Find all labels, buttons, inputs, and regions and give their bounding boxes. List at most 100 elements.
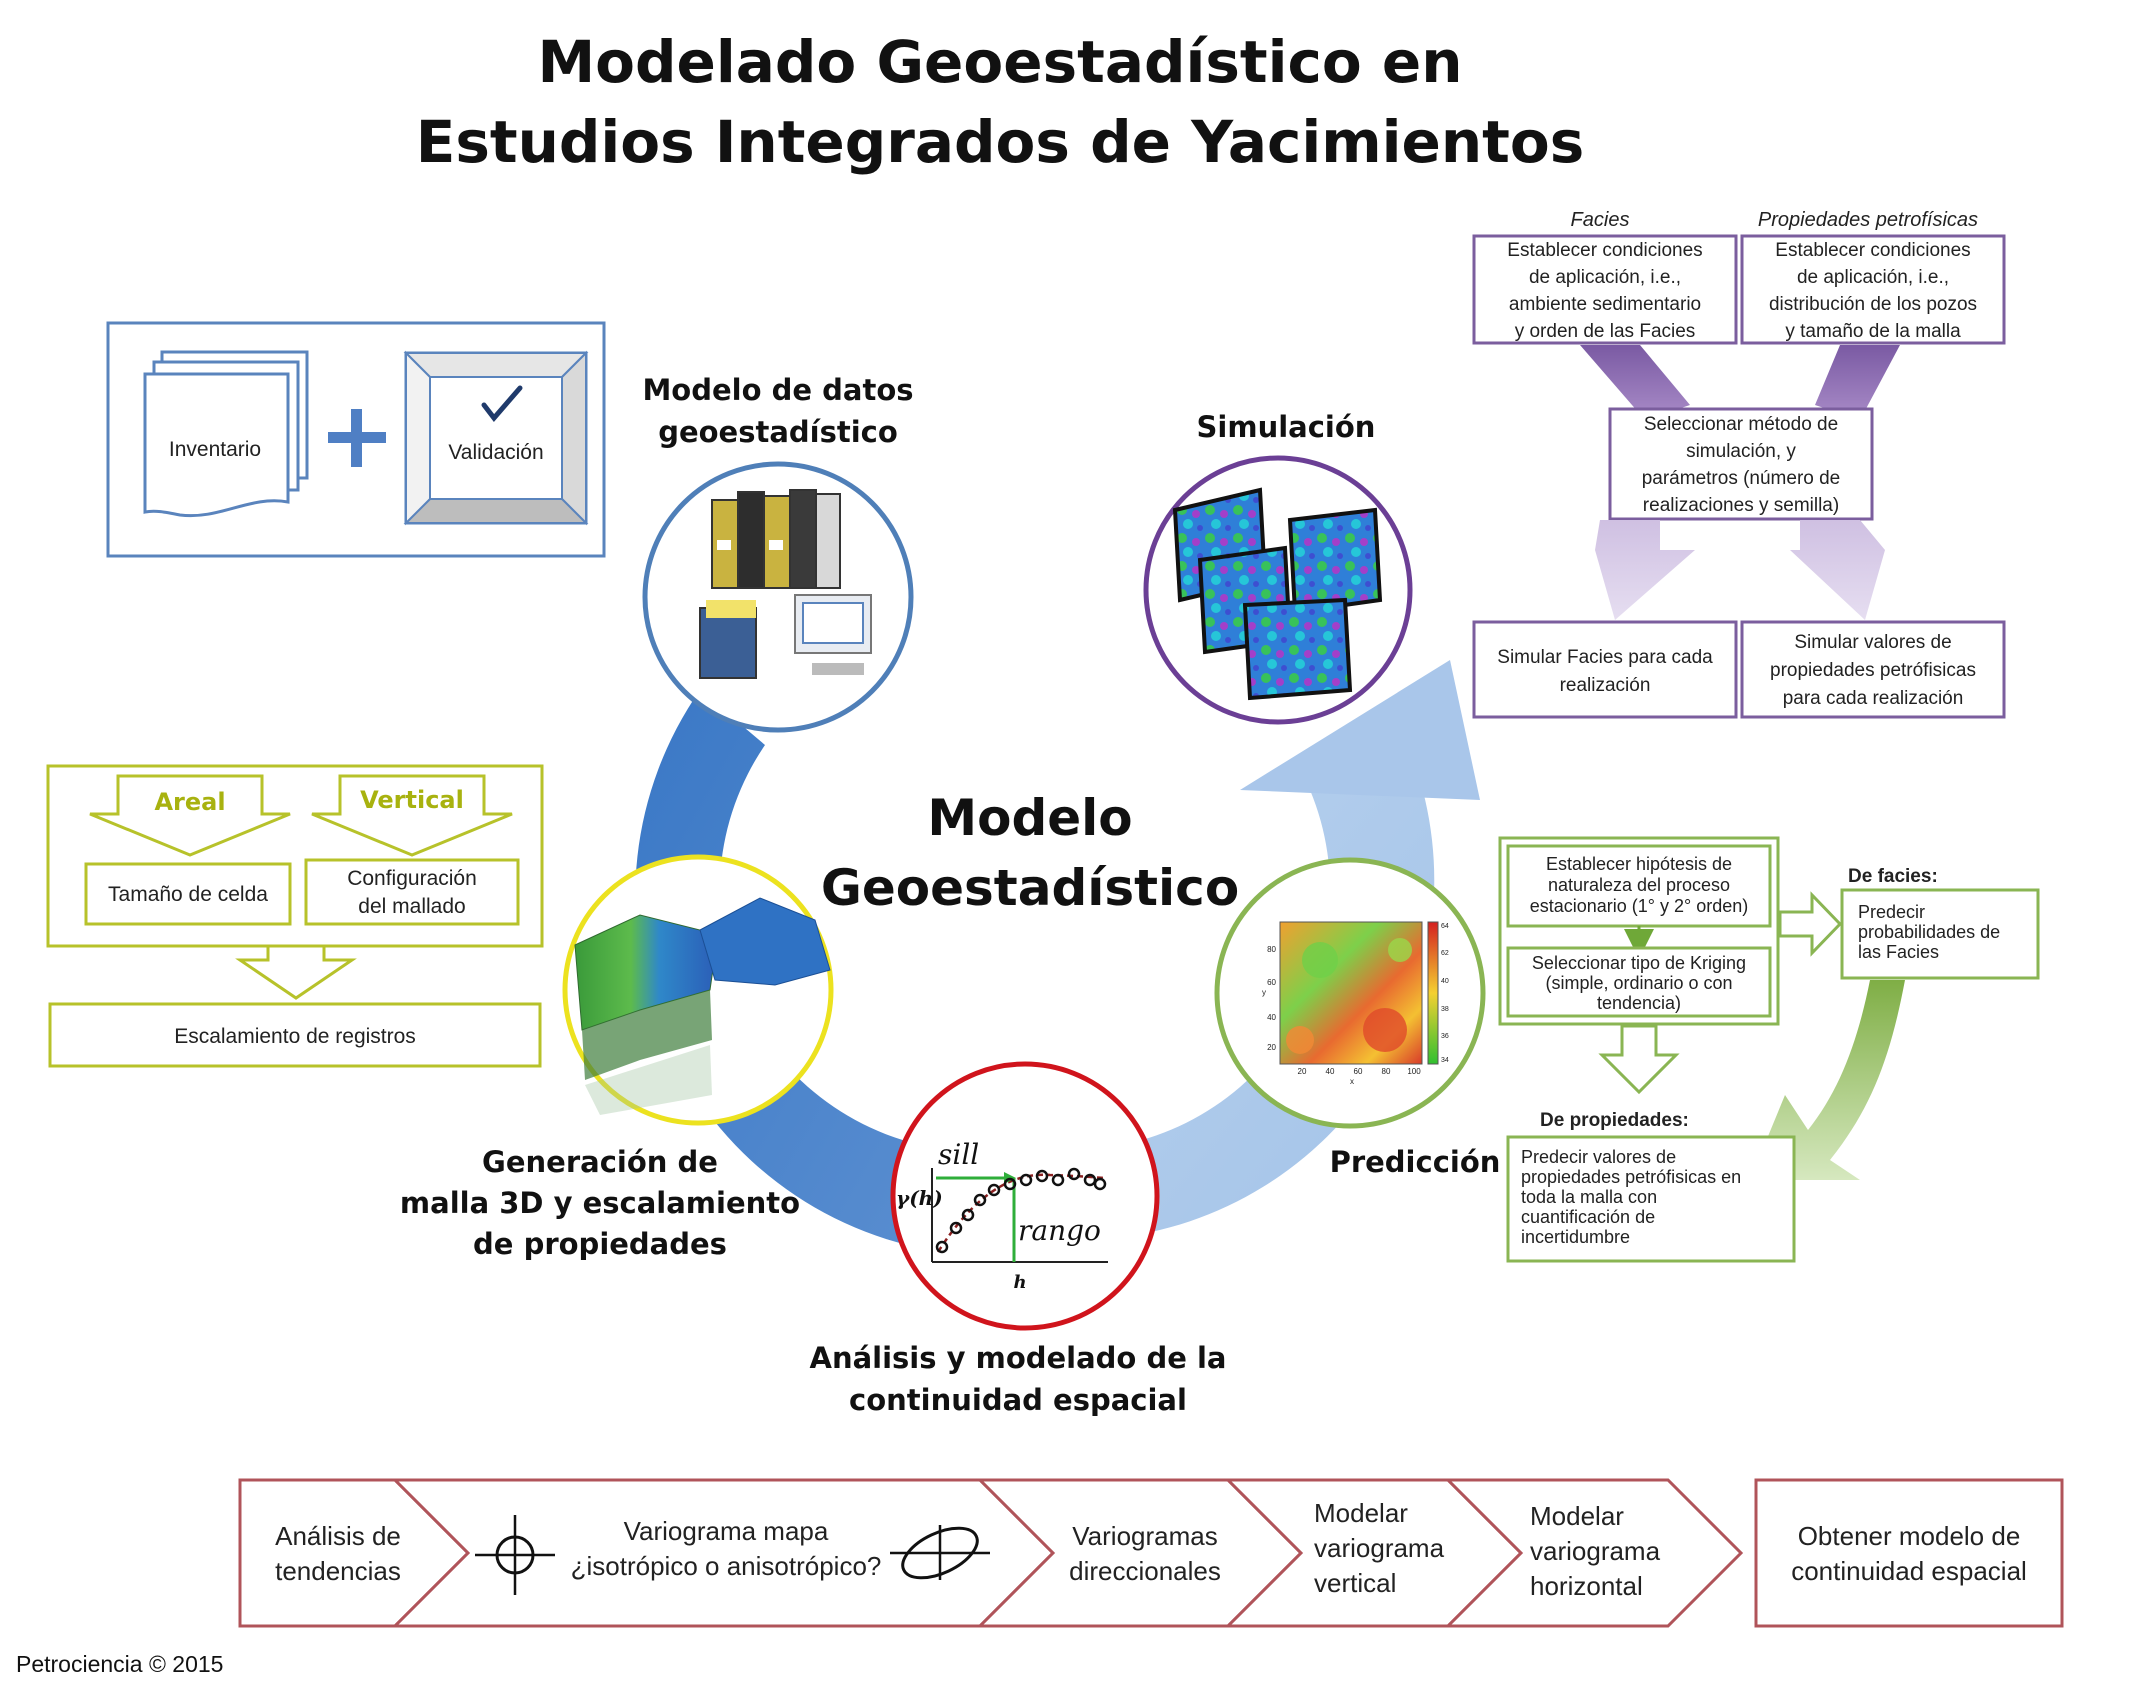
colorbar-tick-5: 36 xyxy=(1441,1033,1449,1040)
config-label-2: del mallado xyxy=(358,895,465,918)
prop-header: Propiedades petrofísicas xyxy=(1758,209,1978,231)
facies-header: Facies xyxy=(1571,209,1630,231)
stage-simulacion-label: Simulación xyxy=(1197,410,1376,444)
heatmap-tick-y-2: 40 xyxy=(1267,1013,1276,1022)
sim-prop-line-3: para cada realización xyxy=(1783,688,1964,709)
colorbar-tick-2: 62 xyxy=(1441,950,1449,957)
prop-box-line-2: de aplicación, i.e., xyxy=(1797,267,1949,288)
center-line-2: Geoestadístico xyxy=(821,859,1239,917)
prop-pred-line-1: Predecir valores de xyxy=(1521,1147,1676,1167)
workflow-step-5 xyxy=(1444,1478,1744,1628)
vertical-arrow xyxy=(311,774,513,857)
areal-label: Areal xyxy=(154,788,225,816)
kriging-line-1: Seleccionar tipo de Kriging xyxy=(1532,953,1746,973)
simulation-panel: Facies Propiedades petrofísicas Establec… xyxy=(1472,209,2006,719)
prop-hollow-arrow xyxy=(1598,1024,1680,1095)
validacion-label: Validación xyxy=(448,441,543,464)
cycle-arrowhead xyxy=(1240,660,1480,800)
prop-pred-line-4: cuantificación de xyxy=(1521,1207,1655,1227)
heatmap-x-ticks: 20 40 60 80 100 x xyxy=(1298,1067,1422,1086)
facies-pred-line-1: Predecir xyxy=(1858,902,1925,922)
colorbar-tick-1: 64 xyxy=(1441,923,1449,930)
stage-malla: Generación de malla 3D y escalamiento de… xyxy=(400,854,834,1261)
kriging-line-2: (simple, ordinario o con xyxy=(1545,973,1732,993)
prop-pred-line-2: propiedades petrófisicas en xyxy=(1521,1167,1741,1187)
plus-icon xyxy=(328,409,386,467)
workflow-step-5-line-1: Modelar xyxy=(1530,1501,1624,1531)
workflow-step-4-line-3: vertical xyxy=(1314,1568,1396,1598)
workflow-step-1-line-1: Análisis de xyxy=(275,1521,401,1551)
facies-box-line-4: y orden de las Facies xyxy=(1515,321,1696,342)
stage-prediccion: 20 40 60 80 100 x 20 40 60 80 y 64 62 40… xyxy=(1214,857,1501,1179)
facies-box-line-1: Establecer condiciones xyxy=(1507,240,1702,261)
title-line-1: Modelado Geoestadístico en xyxy=(537,28,1462,96)
facies-pred-line-2: probabilidades de xyxy=(1858,922,2000,942)
heatmap-tick-y-3: 60 xyxy=(1267,978,1276,987)
stage-continuidad: sill rango γ(h) h Análisis y modelado de… xyxy=(810,1061,1227,1417)
stage-continuidad-label-2: continuidad espacial xyxy=(849,1383,1187,1417)
tamano-label: Tamaño de celda xyxy=(108,883,268,906)
green-curved-arrow xyxy=(1750,980,1905,1180)
title: Modelado Geoestadístico en Estudios Inte… xyxy=(416,28,1585,176)
stage-datos-label-2: geoestadístico xyxy=(658,415,898,449)
sim-facies-line-2: realización xyxy=(1560,675,1651,696)
anisotropic-icon xyxy=(890,1525,990,1580)
documents-icon: Inventario xyxy=(143,350,309,518)
stage-datos: Modelo de datos geoestadístico xyxy=(642,373,914,733)
hypothesis-line-3: estacionario (1° y 2° orden) xyxy=(1530,896,1749,916)
prop-pred-box xyxy=(1506,1135,1796,1263)
stage-datos-label-1: Modelo de datos xyxy=(642,373,913,407)
kriging-box xyxy=(1506,946,1772,1018)
heatmap-tick-x-1: 20 xyxy=(1298,1067,1307,1076)
stage-simulacion: Simulación xyxy=(1143,410,1413,725)
heatmap-tick-y-1: 20 xyxy=(1267,1043,1276,1052)
colorbar-tick-4: 38 xyxy=(1441,1006,1449,1013)
heatmap-tick-y-4: 80 xyxy=(1267,945,1276,954)
stage-continuidad-label-1: Análisis y modelado de la xyxy=(810,1341,1227,1375)
vertical-label: Vertical xyxy=(360,786,464,814)
workflow-step-3-line-2: direccionales xyxy=(1069,1556,1221,1586)
checkmark-icon xyxy=(481,385,523,422)
validation-box-icon: Validación xyxy=(403,350,589,526)
workflow-step-5-line-3: horizontal xyxy=(1530,1571,1643,1601)
grid-down-arrow xyxy=(235,944,357,1000)
workflow-step-5-line-2: variograma xyxy=(1530,1536,1661,1566)
escalamiento-label: Escalamiento de registros xyxy=(174,1025,416,1048)
kriging-heatmap xyxy=(1279,921,1439,1065)
heatmap-ylabel: y xyxy=(1262,988,1266,997)
workflow-step-4-line-1: Modelar xyxy=(1314,1498,1408,1528)
workflow-step-4-line-2: variograma xyxy=(1314,1533,1445,1563)
prop-box-line-3: distribución de los pozos xyxy=(1769,294,1977,315)
colorbar-tick-3: 40 xyxy=(1441,978,1449,985)
stage-prediccion-label: Predicción xyxy=(1330,1145,1501,1179)
purple-merge-arrow-right xyxy=(1815,345,1900,420)
purple-split-arrow-left xyxy=(1595,520,1695,620)
facies-box-line-2: de aplicación, i.e., xyxy=(1529,267,1681,288)
heatmap-colorbar-ticks: 64 62 40 38 36 34 xyxy=(1441,923,1449,1064)
binders-icon xyxy=(711,489,841,589)
heatmap-tick-x-3: 60 xyxy=(1354,1067,1363,1076)
hypothesis-box xyxy=(1506,844,1772,928)
facies-pred-box xyxy=(1840,888,2040,980)
method-box-line-2: simulación, y xyxy=(1686,441,1796,462)
prop-box-line-1: Establecer condiciones xyxy=(1775,240,1970,261)
heatmap-tick-x-5: 100 xyxy=(1407,1067,1421,1076)
facies-conditions-box xyxy=(1472,234,1738,345)
workflow-step-1-line-2: tendencias xyxy=(275,1556,401,1586)
tamano-box xyxy=(84,862,292,926)
method-box xyxy=(1608,407,1874,521)
facies-box-line-3: ambiente sedimentario xyxy=(1509,294,1701,315)
kriging-line-3: tendencia) xyxy=(1597,993,1681,1013)
sim-prop-line-1: Simular valores de xyxy=(1794,632,1951,653)
simulation-realizations-image xyxy=(1172,487,1383,701)
inventario-label: Inventario xyxy=(169,438,261,461)
center-line-1: Modelo xyxy=(927,789,1132,847)
config-label-1: Configuración xyxy=(347,867,477,890)
stage-malla-label-2: malla 3D y escalamiento xyxy=(400,1186,800,1220)
de-facies-label: De facies: xyxy=(1848,866,1938,887)
prop-conditions-box xyxy=(1740,234,2006,345)
stage-malla-label-1: Generación de xyxy=(482,1145,718,1179)
de-propiedades-label: De propiedades: xyxy=(1540,1110,1689,1131)
workflow-step-2-line-1: Variograma mapa xyxy=(624,1516,829,1546)
sim-facies-box xyxy=(1472,620,1738,719)
